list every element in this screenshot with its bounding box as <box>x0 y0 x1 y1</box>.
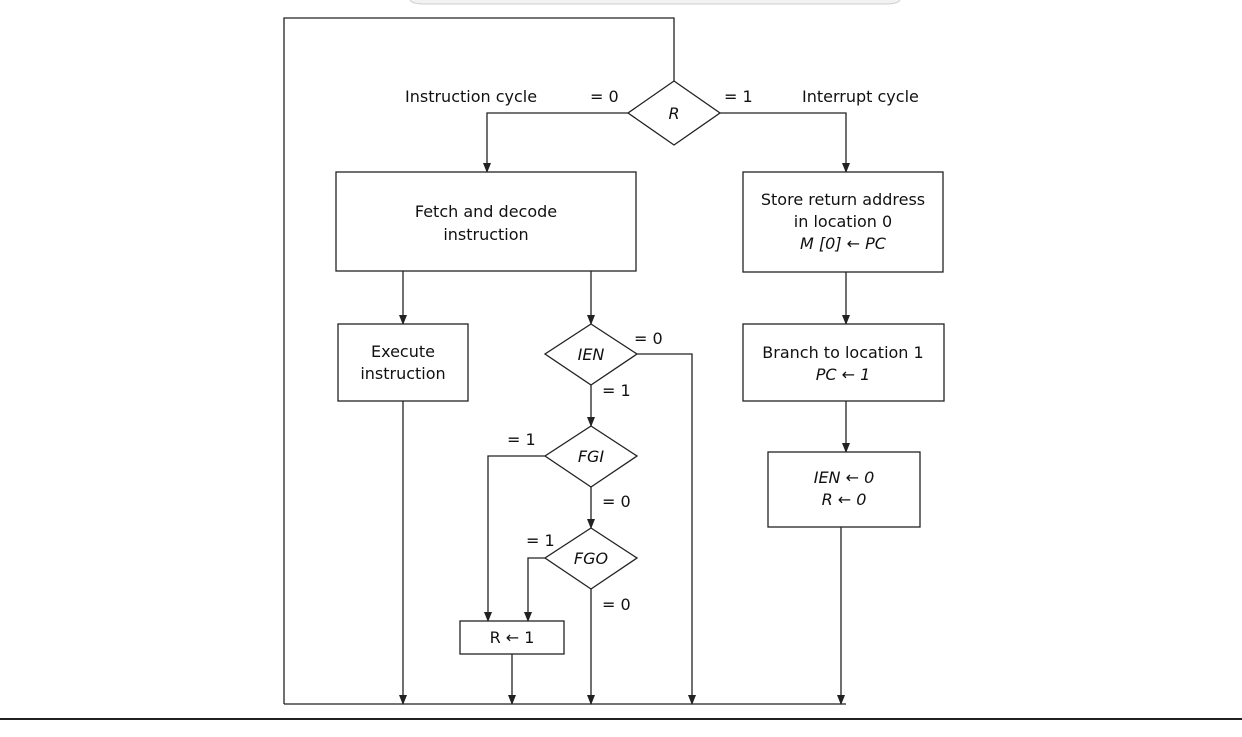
execute-line-2: instruction <box>360 364 445 383</box>
edge-fgo-one <box>524 557 545 622</box>
clear-flags-box: IEN ← 0 R ← 0 <box>767 451 921 528</box>
edge-r-to-store <box>720 112 850 173</box>
decision-fgi-label: FGI <box>578 447 605 466</box>
set-r-box: R ← 1 <box>459 620 565 655</box>
clear-line-2: R ← 0 <box>822 490 867 509</box>
branch-ien-zero: = 0 <box>634 329 663 348</box>
edge-ien-zero <box>637 353 696 705</box>
edge-loop-to-r <box>283 17 675 704</box>
store-line-1: Store return address <box>761 190 925 209</box>
top-bar-remnant <box>409 0 901 5</box>
decision-fgo-label: FGO <box>574 549 608 568</box>
interrupt-cycle-label: Interrupt cycle <box>802 87 919 106</box>
branch-box: Branch to location 1 PC ← 1 <box>742 323 945 402</box>
decision-ien: IEN <box>543 323 639 386</box>
fetch-decode-box: Fetch and decode instruction <box>335 171 637 272</box>
set-r-label: R ← 1 <box>490 628 535 647</box>
flow-edges <box>283 17 850 705</box>
branch-fgi-one: = 1 <box>507 430 536 449</box>
edge-r-to-fetch <box>483 112 628 173</box>
execute-line-1: Execute <box>371 342 435 361</box>
decision-fgo: FGO <box>543 527 639 590</box>
branch-fgi-zero: = 0 <box>602 492 631 511</box>
execute-box: Execute instruction <box>337 323 469 402</box>
branch-line-1: Branch to location 1 <box>762 343 923 362</box>
branch-r-one: = 1 <box>724 87 753 106</box>
store-line-2: in location 0 <box>794 212 892 231</box>
fetch-line-2: instruction <box>443 225 528 244</box>
branch-fgo-zero: = 0 <box>602 595 631 614</box>
fetch-line-1: Fetch and decode <box>415 202 557 221</box>
instruction-cycle-label: Instruction cycle <box>405 87 537 106</box>
branch-ien-one: = 1 <box>602 381 631 400</box>
branch-line-2: PC ← 1 <box>816 365 871 384</box>
store-line-3: M [0] ← PC <box>800 234 887 253</box>
decision-r: R <box>626 80 722 146</box>
branch-r-zero: = 0 <box>590 87 619 106</box>
clear-line-1: IEN ← 0 <box>814 468 875 487</box>
branch-fgo-one: = 1 <box>526 531 555 550</box>
store-return-box: Store return address in location 0 M [0]… <box>742 171 944 273</box>
decision-ien-label: IEN <box>578 345 605 364</box>
decision-r-label: R <box>668 104 679 123</box>
decision-fgi: FGI <box>543 425 639 488</box>
edge-fgi-one <box>484 455 545 622</box>
